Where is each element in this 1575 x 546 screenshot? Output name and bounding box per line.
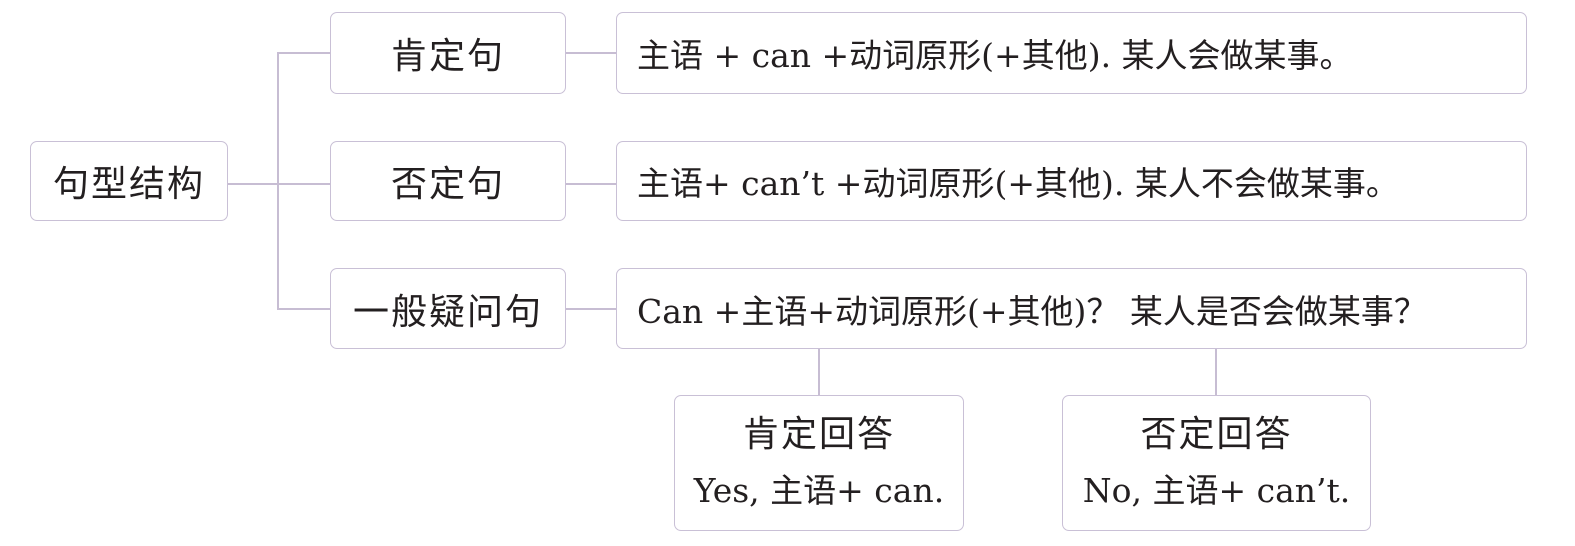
branch-connector-question bbox=[277, 308, 330, 310]
question-sentence-label: 一般疑问句 bbox=[352, 291, 543, 333]
negative-sentence-box: 否定句 bbox=[330, 141, 566, 221]
answer-connector-affirmative bbox=[818, 348, 820, 395]
affirmative-answer-box: 肯定回答 Yes, 主语+ can. bbox=[674, 395, 964, 531]
content-connector-negative bbox=[566, 183, 616, 185]
branch-connector-negative bbox=[277, 183, 330, 185]
question-sentence-box: 一般疑问句 bbox=[330, 268, 566, 349]
affirmative-answer-title: 肯定回答 bbox=[742, 414, 895, 455]
content-connector-affirmative bbox=[566, 52, 616, 54]
root-label: 句型结构 bbox=[52, 164, 205, 205]
affirmative-answer-text: Yes, 主语+ can. bbox=[693, 471, 945, 510]
negative-answer-box: 否定回答 No, 主语+ can’t. bbox=[1062, 395, 1371, 531]
negative-sentence-label: 否定句 bbox=[390, 164, 505, 205]
trunk-connector bbox=[277, 52, 279, 309]
root-box: 句型结构 bbox=[30, 141, 228, 221]
affirmative-structure-box: 主语 + can +动词原形(+其他). 某人会做某事。 bbox=[616, 12, 1527, 94]
negative-answer-text: No, 主语+ can’t. bbox=[1082, 471, 1351, 510]
question-structure-text: Can +主语+动词原形(+其他)？ 某人是否会做某事？ bbox=[637, 291, 1427, 331]
content-connector-question bbox=[566, 308, 616, 310]
affirmative-sentence-box: 肯定句 bbox=[330, 12, 566, 94]
negative-structure-text: 主语+ can’t +动词原形(+其他). 某人不会做某事。 bbox=[637, 164, 1399, 203]
question-structure-box: Can +主语+动词原形(+其他)？ 某人是否会做某事？ bbox=[616, 268, 1527, 349]
negative-answer-title: 否定回答 bbox=[1140, 414, 1293, 455]
affirmative-sentence-label: 肯定句 bbox=[390, 36, 505, 77]
branch-connector-affirmative bbox=[277, 52, 330, 54]
root-connector bbox=[228, 183, 278, 185]
answer-connector-negative bbox=[1215, 348, 1217, 395]
negative-structure-box: 主语+ can’t +动词原形(+其他). 某人不会做某事。 bbox=[616, 141, 1527, 221]
affirmative-structure-text: 主语 + can +动词原形(+其他). 某人会做某事。 bbox=[637, 36, 1353, 75]
